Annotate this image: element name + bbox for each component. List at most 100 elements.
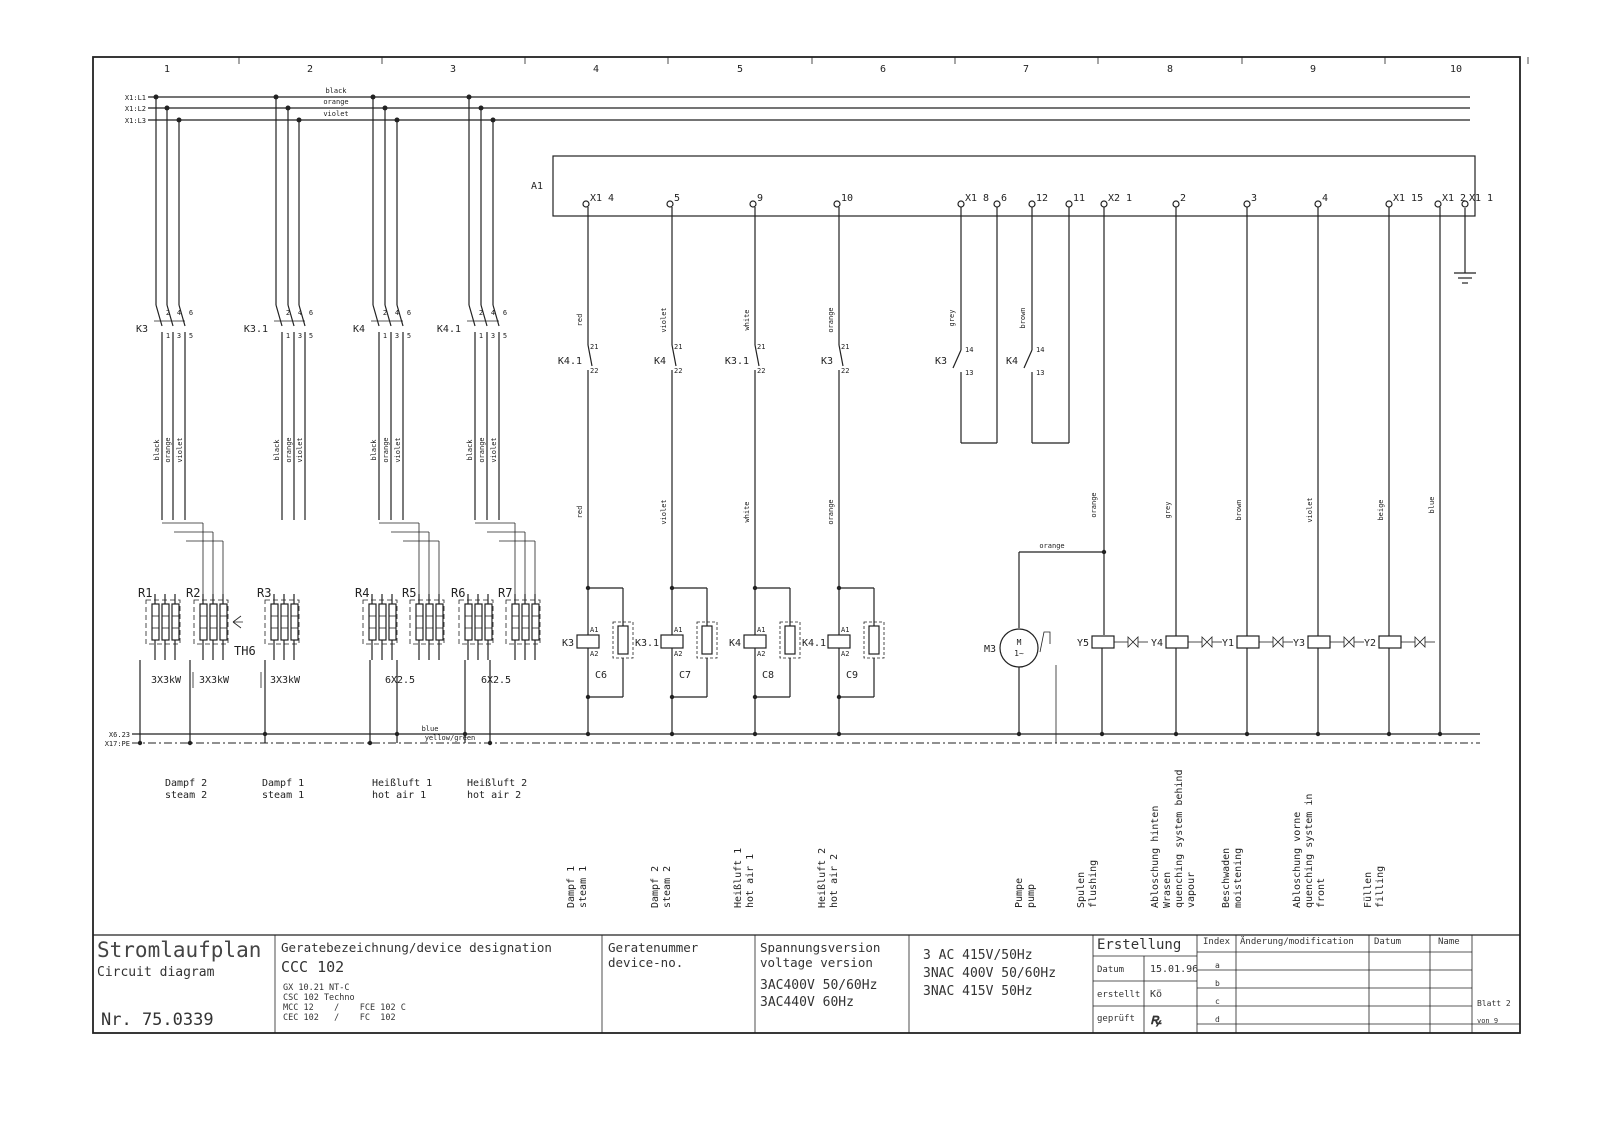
module-pin-label: 3	[1251, 193, 1257, 204]
device-no-label-de: Geratenummer	[608, 940, 699, 955]
drawing-number: Nr. 75.0339	[101, 1010, 214, 1030]
valve-wire-color: grey	[1164, 502, 1172, 519]
heater-element-R4	[368, 603, 377, 641]
valve-caption: Abloschung hinten	[1150, 806, 1161, 908]
heater-element-R2	[199, 603, 208, 641]
contactor-pin: 1	[383, 332, 387, 340]
module-pin	[666, 200, 674, 208]
heater-element-R6	[464, 603, 473, 641]
aux-pin: 13	[965, 369, 973, 377]
valve-wire-color: brown	[1235, 499, 1243, 520]
contact-pin: 22	[674, 367, 682, 375]
valve-label-Y1: Y1	[1222, 638, 1234, 649]
rail-node	[1437, 731, 1443, 737]
index-header: Index	[1203, 937, 1231, 947]
module-pin-label: X1 15	[1393, 193, 1423, 204]
interlock-contact-label: K4.1	[558, 356, 582, 367]
contactor-label-K3.1: K3.1	[244, 324, 268, 335]
module-pin-label: X1 4	[590, 193, 614, 204]
contactor-contact	[298, 304, 306, 327]
contactor-coil	[576, 634, 600, 649]
rc-suppressor	[701, 625, 713, 655]
valve-label-Y4: Y4	[1151, 638, 1163, 649]
pump-motor-symbol: M	[1017, 638, 1022, 647]
contact-pin: 21	[841, 343, 849, 351]
rail-node	[137, 740, 143, 746]
pump-pressure-switch	[1039, 631, 1051, 653]
created-label: erstellt	[1097, 990, 1141, 1000]
module-pin	[1172, 200, 1180, 208]
index-c: c	[1215, 997, 1220, 1006]
rail-node	[669, 731, 675, 737]
rail-node	[836, 731, 842, 737]
column-number-5: 5	[737, 64, 743, 75]
column-number-3: 3	[450, 64, 456, 75]
heater-element-R3	[290, 603, 299, 641]
valve-label-Y2: Y2	[1364, 638, 1376, 649]
contact-pin: 22	[757, 367, 765, 375]
heater-enclosure	[458, 599, 494, 645]
contactor-pin: 4	[177, 309, 181, 317]
rail-node	[1244, 731, 1250, 737]
coil-pin: A1	[757, 626, 765, 634]
rail-terminal-blue: X6.23	[109, 731, 130, 739]
interlock-contact-label: K3	[821, 356, 833, 367]
phase-color-label: orange	[382, 437, 390, 462]
rail-node	[585, 731, 591, 737]
heater-label-R4: R4	[355, 586, 369, 600]
solenoid-coil	[1165, 635, 1189, 649]
rc-suppressor	[617, 625, 629, 655]
contact-pin: 22	[841, 367, 849, 375]
module-pin-label: 12	[1036, 193, 1048, 204]
aux-contact-label: K3	[935, 356, 947, 367]
valve-label-Y3: Y3	[1293, 638, 1305, 649]
phase-color-label: orange	[285, 437, 293, 462]
heater-element-R5	[435, 603, 444, 641]
pump-wire-label: orange	[1039, 542, 1064, 550]
phase-color-label: black	[273, 439, 281, 461]
contactor-pin: 3	[395, 332, 399, 340]
aux-pin: 14	[1036, 346, 1044, 354]
rc-capacitor-label: C7	[679, 670, 691, 681]
interlock-contact	[671, 344, 677, 367]
contactor-pin: 5	[503, 332, 507, 340]
contactor-pin: 6	[189, 309, 193, 317]
module-pin	[1065, 200, 1073, 208]
phase-color-label: orange	[164, 437, 172, 462]
heater-label-R6: R6	[451, 586, 465, 600]
pump-motor-symbol: 1~	[1014, 649, 1024, 658]
rail-node	[367, 740, 373, 746]
busbar-label-orange: orange	[323, 98, 348, 106]
heater-element-R3	[270, 603, 279, 641]
heater-caption-de: Dampf 1	[262, 778, 304, 789]
contact-pin: 21	[590, 343, 598, 351]
module-pin	[993, 200, 1001, 208]
control-wire-color: red	[576, 314, 584, 327]
control-caption-de: Dampf 2	[650, 866, 661, 908]
name-header: Name	[1438, 937, 1460, 947]
date-header: Datum	[1374, 937, 1402, 947]
contactor-pin: 3	[298, 332, 302, 340]
heater-caption-de: Heißluft 2	[467, 778, 527, 789]
heater-element-R1	[171, 603, 180, 641]
solenoid-coil	[1378, 635, 1402, 649]
suppressor-label: K4.1	[802, 638, 826, 649]
rail-node	[1315, 731, 1321, 737]
heater-caption-en: hot air 2	[467, 790, 521, 801]
aux-contact-label: K4	[1006, 356, 1018, 367]
contactor-label-K4: K4	[353, 324, 365, 335]
rc-capacitor-label: C9	[846, 670, 858, 681]
heater-element-R1	[161, 603, 170, 641]
supply-terminal-2: X1:L2	[125, 105, 146, 113]
column-number-4: 4	[593, 64, 599, 75]
interlock-contact-label: K3.1	[725, 356, 749, 367]
voltage-b-3: 3NAC 415V 50Hz	[923, 984, 1033, 999]
heater-element-R4	[388, 603, 397, 641]
voltage-label-de: Spannungsversion	[760, 940, 881, 955]
module-pin	[1243, 200, 1251, 208]
contactor-pin: 6	[407, 309, 411, 317]
coil-label: K4	[729, 638, 741, 649]
heater-enclosure	[264, 599, 300, 645]
heater-label-R7: R7	[498, 586, 512, 600]
contactor-contact	[396, 304, 404, 327]
